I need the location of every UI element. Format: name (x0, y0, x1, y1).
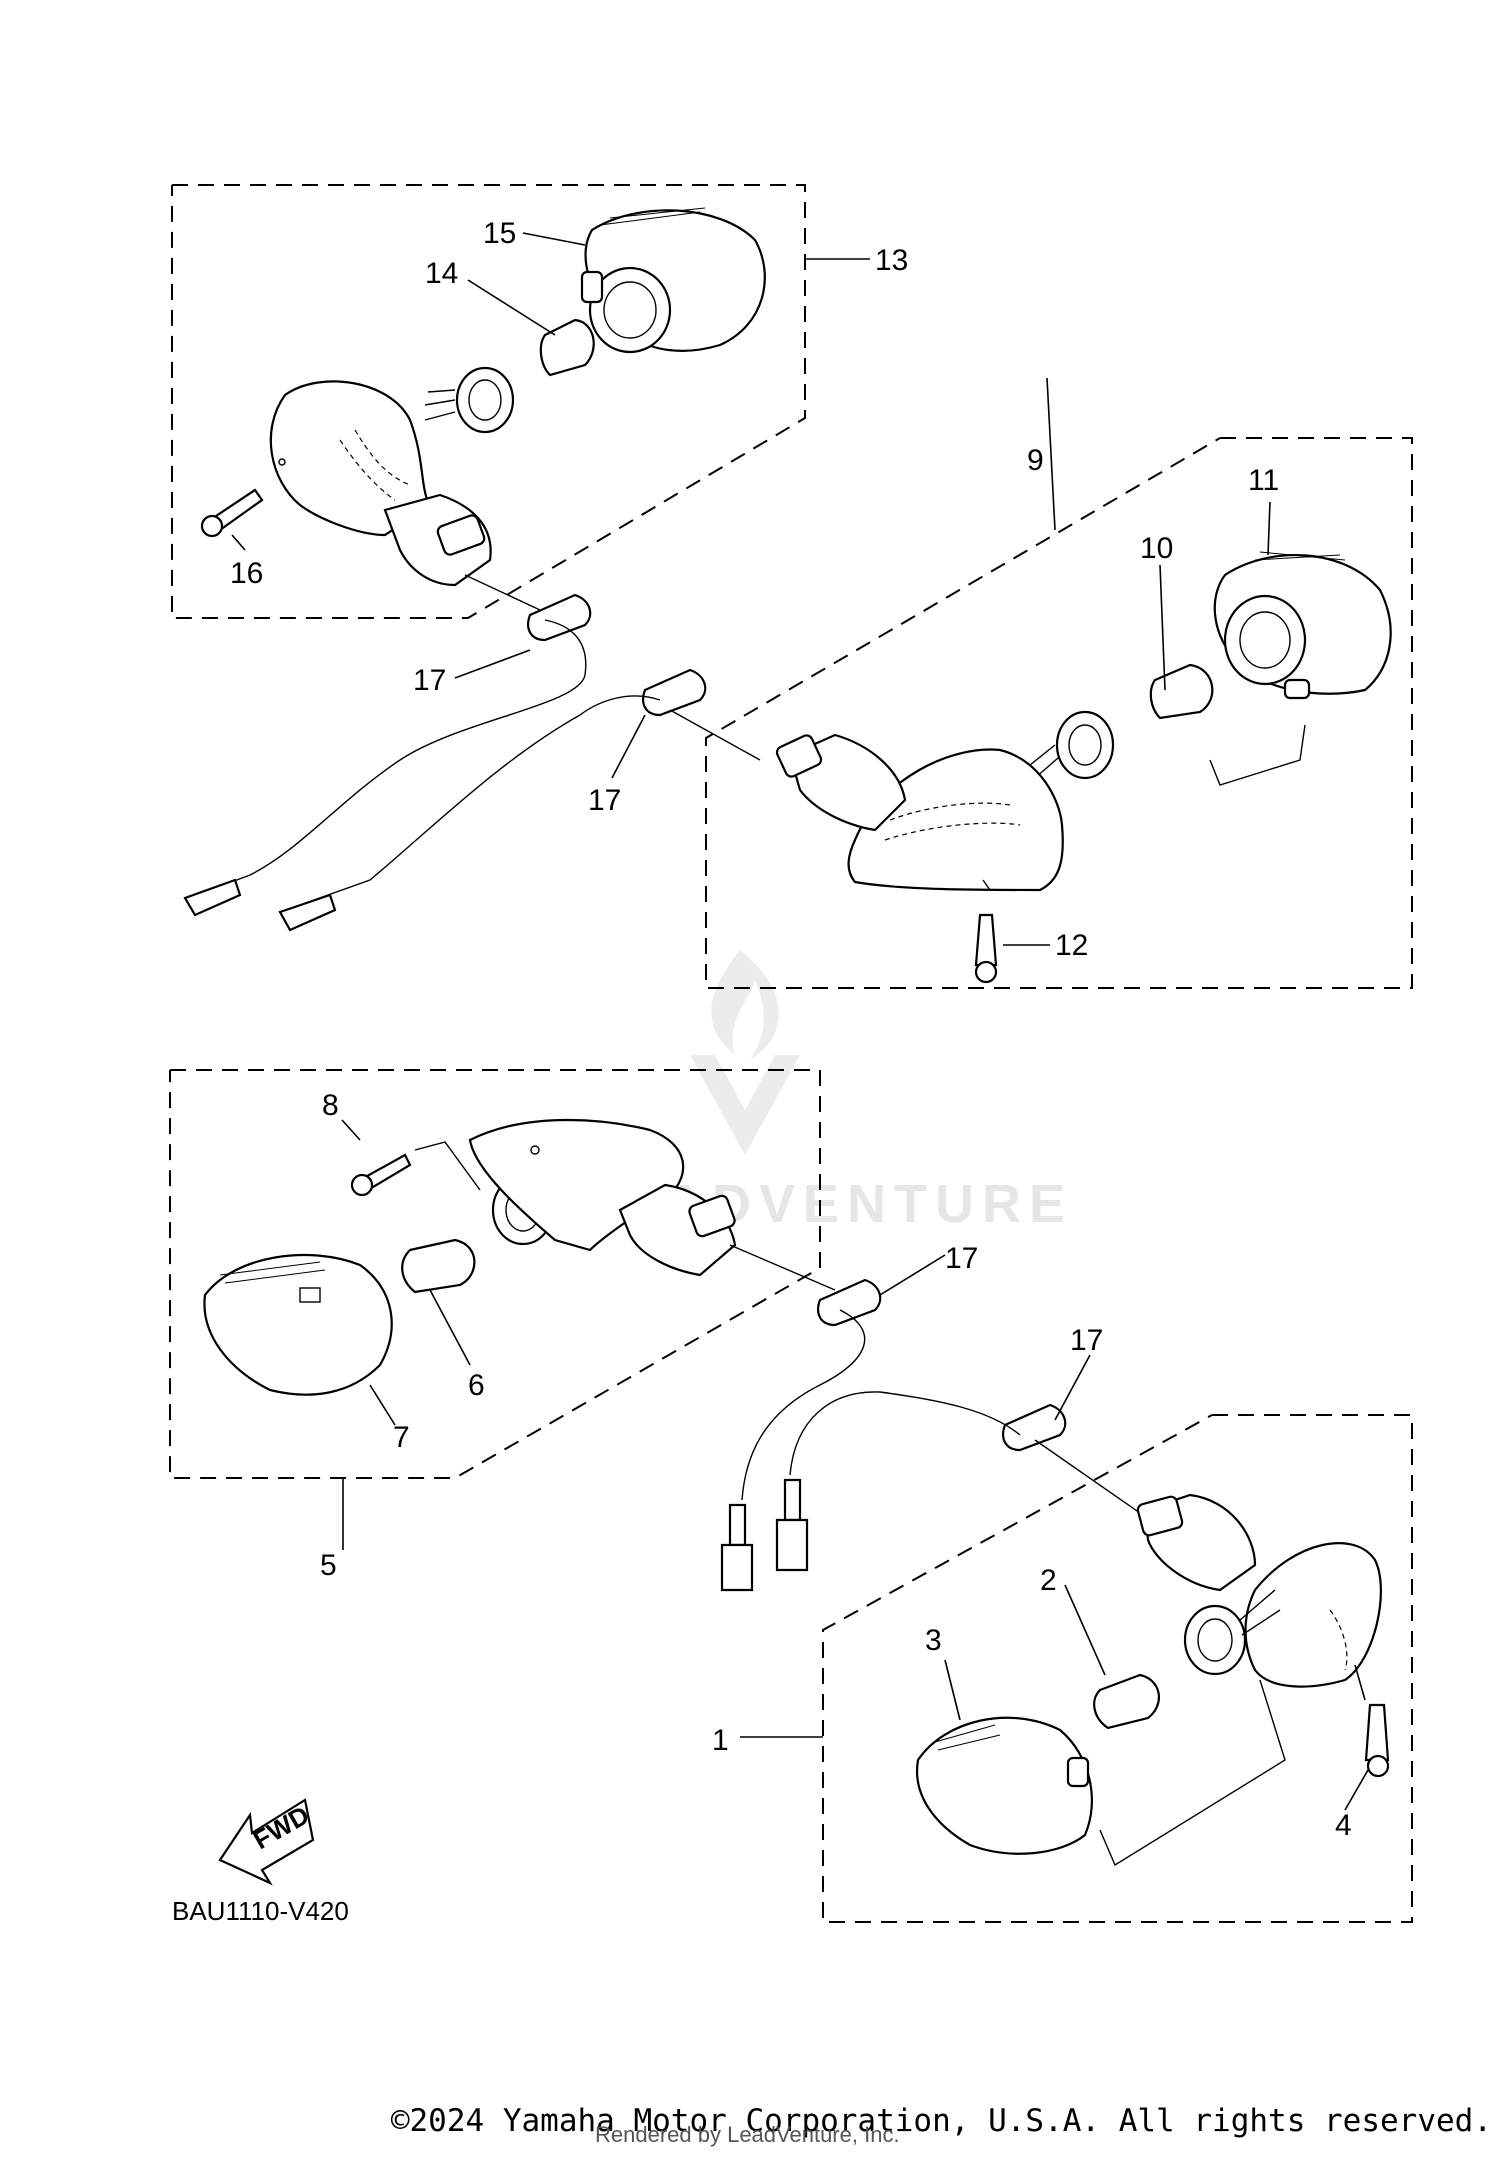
clip-17-lower (720, 1254, 1151, 1592)
figure-code: BAU1110-V420 (172, 1896, 349, 1926)
clip-17-upper (183, 593, 707, 932)
assembly-9 (669, 377, 1413, 989)
callout-4: 4 (1335, 1809, 1352, 1842)
rendered-by-note: Rendered by LeadVenture, Inc. (595, 2122, 900, 2147)
callout-3: 3 (925, 1624, 942, 1657)
callout-10: 10 (1140, 532, 1173, 565)
callout-9: 9 (1027, 444, 1044, 477)
assembly-13 (171, 184, 870, 619)
assembly-5 (169, 1069, 836, 1550)
callout-16: 16 (230, 557, 263, 590)
callout-12: 12 (1055, 929, 1088, 962)
assembly-1 (740, 1414, 1413, 1923)
callout-15: 15 (483, 217, 516, 250)
callout-5: 5 (320, 1549, 337, 1582)
copyright-notice: ©2024 Yamaha Motor Corporation, U.S.A. A… (390, 2103, 1492, 2139)
callout-17-b: 17 (588, 784, 621, 817)
callout-14: 14 (425, 257, 458, 290)
callout-11: 11 (1248, 464, 1279, 497)
callout-7: 7 (393, 1421, 410, 1454)
callout-8: 8 (322, 1089, 339, 1122)
callout-2: 2 (1040, 1564, 1057, 1597)
callout-17-c: 17 (945, 1242, 978, 1275)
fwd-arrow-icon: FWD (218, 1798, 314, 1886)
callout-13: 13 (875, 244, 908, 277)
callout-17-d: 17 (1070, 1324, 1103, 1357)
callout-17-a: 17 (413, 664, 446, 697)
callout-6: 6 (468, 1369, 485, 1402)
callout-1: 1 (712, 1724, 729, 1757)
